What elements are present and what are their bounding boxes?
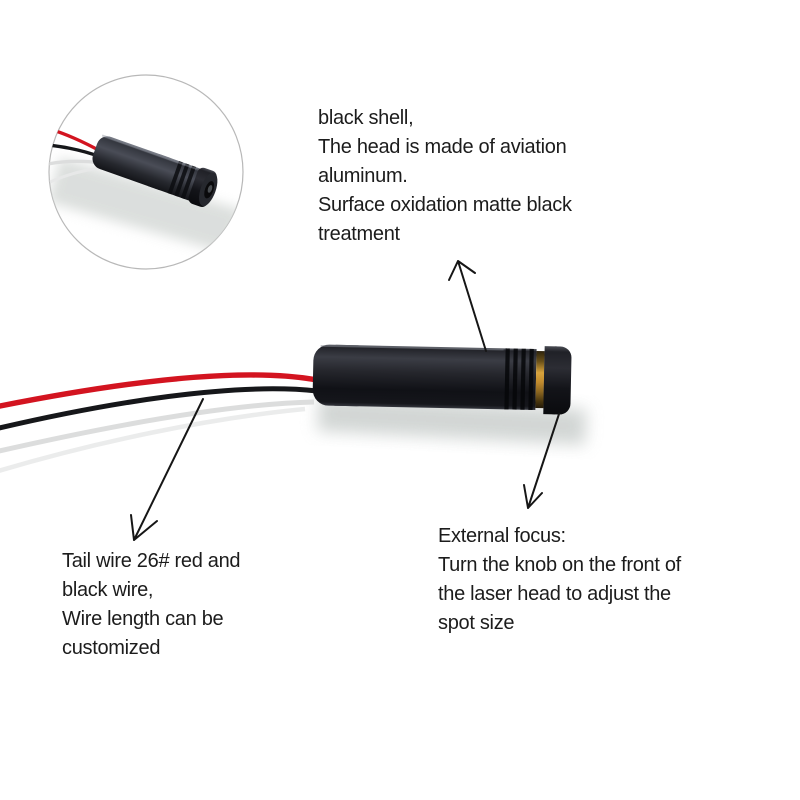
- brass-ring: [535, 351, 545, 409]
- arrow-focus-note: [523, 413, 560, 509]
- black-wire: [0, 386, 318, 431]
- inset-shadow: [49, 157, 243, 255]
- note-external-focus: External focus: Turn the knob on the fro…: [438, 522, 681, 638]
- arrow-shell-note: [448, 260, 487, 352]
- note-line: Turn the knob on the front of: [438, 554, 681, 576]
- white-wire-2: [0, 406, 306, 473]
- note-line: External focus:: [438, 525, 566, 547]
- body-top-highlight: [320, 345, 504, 351]
- module-body: [334, 344, 507, 410]
- focus-rings: [504, 348, 534, 410]
- note-line: The head is made of aviation: [318, 136, 567, 158]
- note-line: black wire,: [62, 579, 154, 601]
- note-line: black shell,: [318, 107, 414, 129]
- inset-lens-glint: [207, 185, 213, 193]
- note-line: customized: [62, 637, 161, 659]
- note-line: treatment: [318, 223, 400, 245]
- note-line: spot size: [438, 612, 515, 634]
- note-line: Wire length can be: [62, 608, 224, 630]
- arrow-tail-wire-note: [130, 398, 204, 541]
- note-black-shell: black shell, The head is made of aviatio…: [318, 104, 572, 249]
- inset-detail: [48, 74, 244, 270]
- annotation-arrows: [130, 260, 560, 541]
- note-line: Tail wire 26# red and: [62, 550, 241, 572]
- red-wire: [0, 372, 318, 409]
- inset-white-wire-2: [49, 166, 103, 184]
- inset-photo-content: [49, 125, 243, 255]
- inset-top-highlight: [101, 134, 197, 170]
- focus-ring-section: [504, 348, 537, 411]
- inset-laser-module: [92, 134, 218, 207]
- main-laser-module: [312, 344, 572, 415]
- front-cap-left: [543, 346, 557, 415]
- note-tail-wire: Tail wire 26# red and black wire, Wire l…: [62, 547, 241, 663]
- inset-focus-rings: [167, 161, 196, 200]
- note-line: the laser head to adjust the: [438, 583, 671, 605]
- white-wire: [0, 399, 315, 454]
- main-photo: [0, 344, 587, 473]
- note-line: Surface oxidation matte black: [318, 194, 572, 216]
- note-line: aluminum.: [318, 165, 408, 187]
